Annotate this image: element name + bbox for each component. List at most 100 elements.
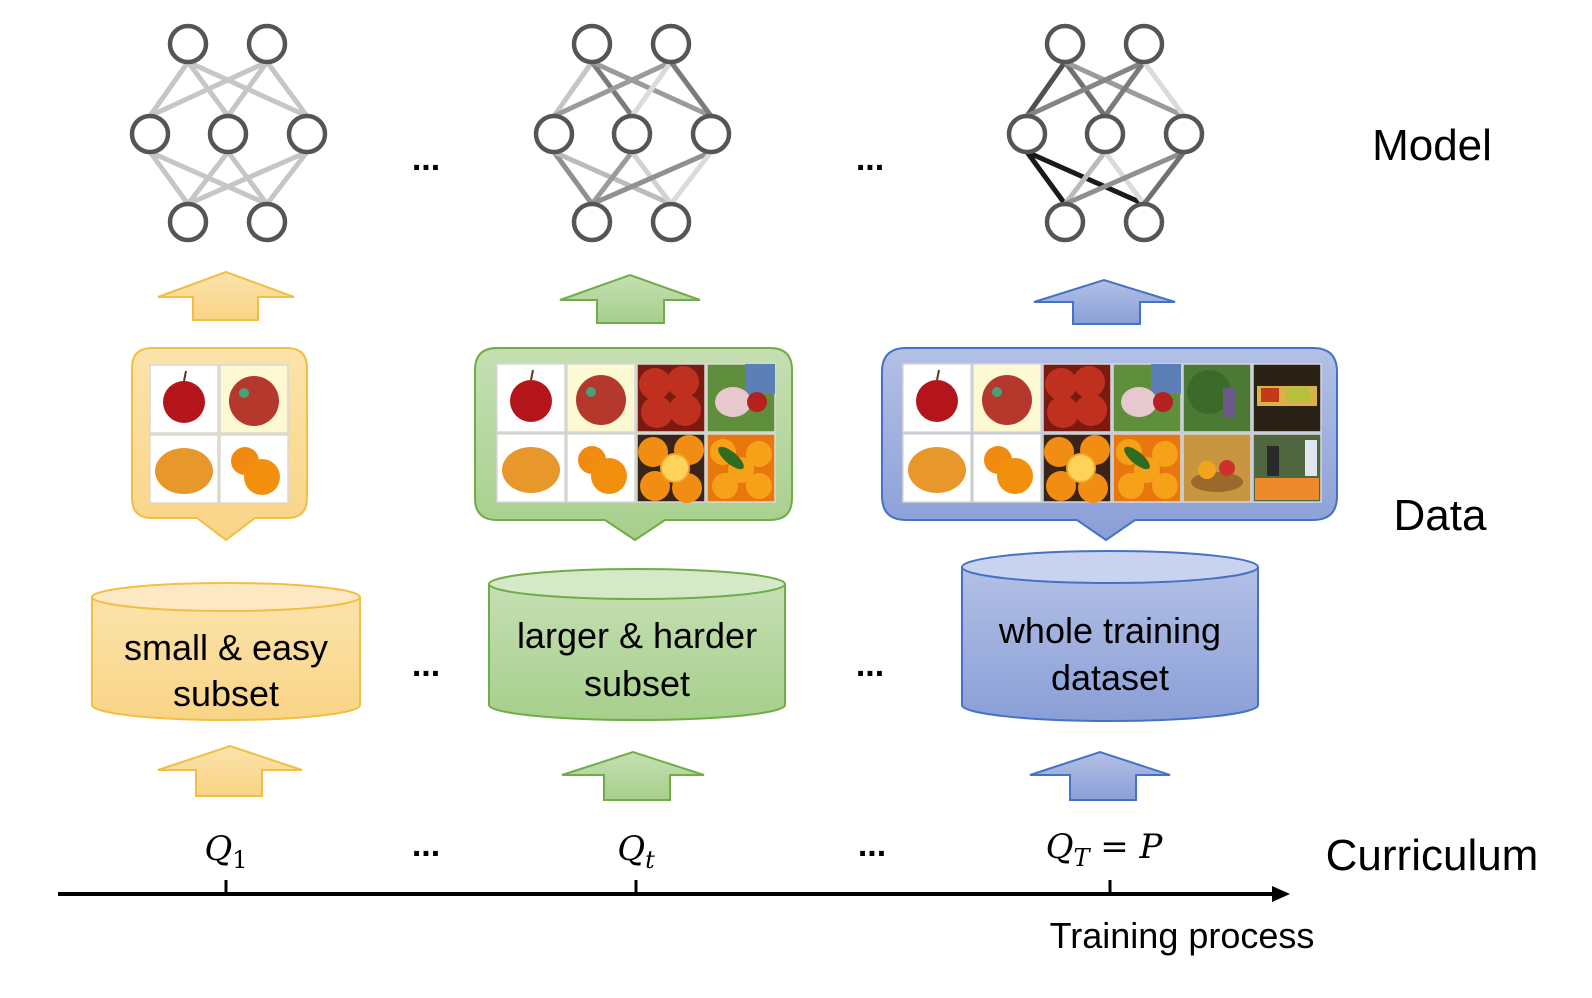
network-edge: [1141, 60, 1187, 118]
thumbnail-orange-halves: [1042, 433, 1112, 503]
network-node: [1123, 201, 1165, 243]
network-node: [1163, 113, 1205, 155]
network-node: [1084, 113, 1126, 155]
network-edge: [1142, 150, 1186, 206]
network-edge: [669, 150, 713, 206]
arrow-up-curriculum-to-data-middle: [561, 750, 705, 801]
thumbnail-apple-pile: [636, 363, 706, 433]
network-edge: [1024, 150, 1068, 206]
thumbnail-fruit-market: [1252, 363, 1322, 433]
image-grid-final: [902, 363, 1322, 503]
neural-network-early: [129, 23, 328, 243]
image-grid-early: [149, 364, 289, 504]
network-node: [611, 113, 653, 155]
thumbnail-red-apple: [496, 363, 566, 433]
network-edge: [148, 59, 269, 119]
network-edge: [1025, 59, 1146, 119]
network-edge: [1063, 150, 1107, 206]
thumbnail-apple-pile: [1042, 363, 1112, 433]
network-edge: [668, 60, 714, 118]
network-node: [650, 23, 692, 65]
network-node: [1006, 113, 1048, 155]
network-node: [246, 201, 288, 243]
thumbnail-hand-apple: [706, 363, 776, 433]
thumbnail-two-oranges: [219, 434, 289, 504]
thumbnail-orange-leaves: [706, 433, 776, 503]
thumbnail-hand-apple: [1112, 363, 1182, 433]
dataset-label-early-line1: small & easy: [124, 627, 328, 668]
neural-network-final: [1006, 23, 1205, 243]
arrow-up-data-to-model-middle: [559, 273, 701, 324]
network-edge: [147, 60, 191, 118]
dataset-label-final-line2: dataset: [1051, 657, 1169, 698]
network-edge: [629, 60, 674, 118]
training-process-axis: [58, 880, 1290, 902]
dataset-label-middle-line2: subset: [584, 663, 690, 704]
neural-network-middle: [533, 23, 732, 243]
network-node: [533, 113, 575, 155]
network-edge: [186, 149, 309, 207]
dataset-cylinder-final: whole training dataset: [961, 550, 1259, 722]
thumbnail-sticker-apple: [972, 363, 1042, 433]
thumbnail-orange-top: [496, 433, 566, 503]
network-node: [1044, 23, 1086, 65]
arrow-up-data-to-model-early: [157, 270, 295, 321]
arrow-up-data-to-model-final: [1033, 278, 1176, 325]
thumbnail-orange-leaves: [1112, 433, 1182, 503]
thumbnail-apple-tree: [1182, 363, 1252, 433]
network-edge: [265, 150, 309, 206]
tick-label-qt: Qt: [617, 829, 655, 874]
network-edge: [225, 60, 270, 118]
network-node: [690, 113, 732, 155]
network-node: [1044, 201, 1086, 243]
tick-label-qT-equals-P: QT = P: [1046, 827, 1164, 872]
network-edge: [551, 60, 595, 118]
network-node: [1123, 23, 1165, 65]
thumbnail-orange-top: [902, 433, 972, 503]
ellipsis-curriculum-2: ...: [858, 826, 886, 864]
arrow-up-curriculum-to-data-final: [1029, 750, 1171, 801]
network-edge: [264, 60, 310, 118]
thumbnail-sticker-apple: [566, 363, 636, 433]
image-grid-middle: [496, 363, 776, 503]
network-edge: [552, 59, 673, 119]
network-node: [129, 113, 171, 155]
thumbnail-sticker-apple: [219, 364, 289, 434]
thumbnail-fruit-basket: [1182, 433, 1252, 503]
network-edge: [1024, 60, 1068, 118]
network-node: [167, 23, 209, 65]
thumbnail-red-apple: [902, 363, 972, 433]
axis-label-training-process: Training process: [1050, 915, 1315, 956]
network-edge: [147, 150, 191, 206]
ellipsis-model-2: ...: [856, 140, 884, 178]
dataset-label-final-line1: whole training: [998, 610, 1221, 651]
network-node: [286, 113, 328, 155]
thumbnail-two-oranges: [566, 433, 636, 503]
thumbnail-red-apple: [149, 364, 219, 434]
row-label-model: Model: [1372, 121, 1492, 170]
network-node: [650, 201, 692, 243]
dataset-label-early-line2: subset: [173, 673, 279, 714]
network-edge: [590, 149, 713, 207]
dataset-cylinder-middle: larger & harder subset: [488, 568, 786, 721]
network-node: [207, 113, 249, 155]
row-label-curriculum: Curriculum: [1326, 831, 1539, 880]
network-edge: [1063, 149, 1186, 207]
network-edge: [551, 150, 595, 206]
network-edge: [1102, 60, 1147, 118]
thumbnail-orange-halves: [636, 433, 706, 503]
row-label-data: Data: [1394, 491, 1487, 540]
thumbnail-fruit-stall: [1252, 433, 1322, 503]
network-node: [167, 201, 209, 243]
thumbnail-orange-top: [149, 434, 219, 504]
network-edge: [590, 150, 634, 206]
ellipsis-data-1: ...: [412, 646, 440, 684]
network-edge: [186, 150, 230, 206]
ellipsis-curriculum-1: ...: [412, 826, 440, 864]
dataset-cylinder-early: small & easy subset: [91, 582, 361, 721]
arrow-up-curriculum-to-data-early: [157, 744, 303, 797]
network-node: [571, 201, 613, 243]
network-node: [246, 23, 288, 65]
tick-label-q1: Q1: [204, 829, 247, 874]
